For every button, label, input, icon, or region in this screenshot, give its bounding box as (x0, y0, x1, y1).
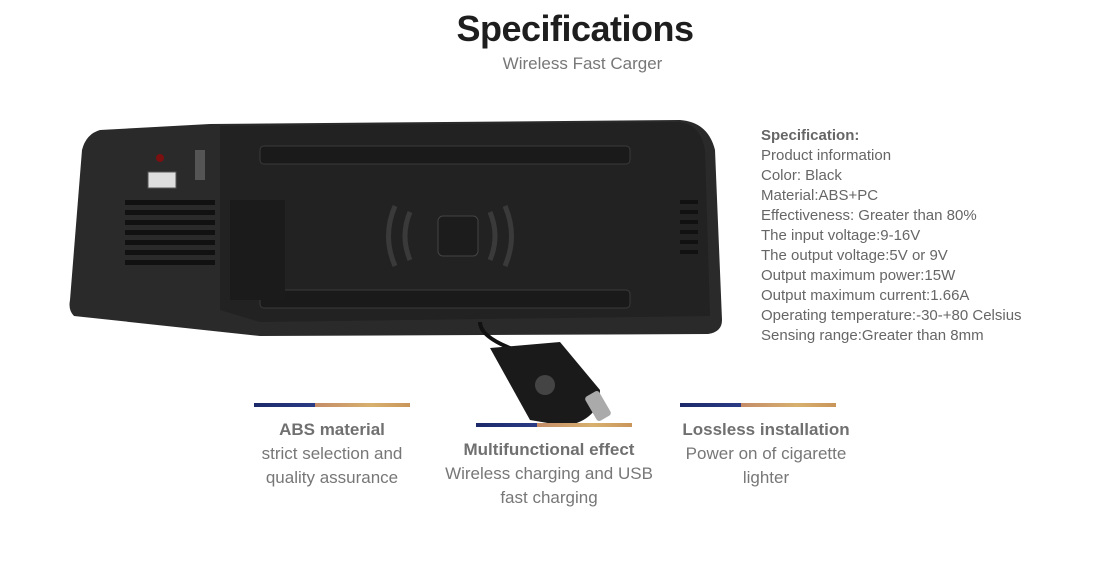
spec-line: Operating temperature:-30-+80 Celsius (761, 307, 1022, 324)
spec-line: Product information (761, 147, 892, 164)
spec-line: Material:ABS+PC (761, 187, 879, 204)
spec-line: Color: Black (761, 167, 842, 184)
feature-divider (680, 403, 836, 407)
specification-list: Specification: Product information Color… (761, 126, 1022, 346)
feature-text: quality assurance (265, 468, 399, 487)
spec-line: Sensing range:Greater than 8mm (761, 327, 984, 344)
spec-line: Output maximum current:1.66A (761, 287, 970, 304)
feature-text: fast charging (500, 488, 598, 507)
page-subtitle: Wireless Fast Carger (502, 54, 663, 73)
feature-divider (254, 403, 410, 407)
feature-divider (476, 423, 632, 427)
spec-line: The output voltage:5V or 9V (761, 247, 948, 264)
feature-text: Power on of cigarette (685, 444, 847, 463)
feature-abs-material: ABS material strict selection and qualit… (232, 418, 432, 490)
feature-text: lighter (742, 468, 790, 487)
spec-line: Output maximum power:15W (761, 267, 956, 284)
feature-text: Wireless charging and USB (445, 464, 653, 483)
spec-line: Effectiveness: Greater than 80% (761, 207, 977, 224)
feature-lossless-installation: Lossless installation Power on of cigare… (666, 418, 866, 490)
feature-multifunctional: Multifunctional effect Wireless charging… (429, 438, 669, 510)
feature-title: Lossless installation (682, 420, 850, 439)
spec-line: The input voltage:9-16V (761, 227, 921, 244)
page-title: Specifications (456, 8, 694, 49)
spec-heading: Specification: (761, 127, 860, 144)
feature-title: ABS material (279, 420, 385, 439)
feature-title: Multifunctional effect (463, 440, 635, 459)
feature-text: strict selection and (261, 444, 403, 463)
wireless-charger-product-image (69, 120, 722, 426)
